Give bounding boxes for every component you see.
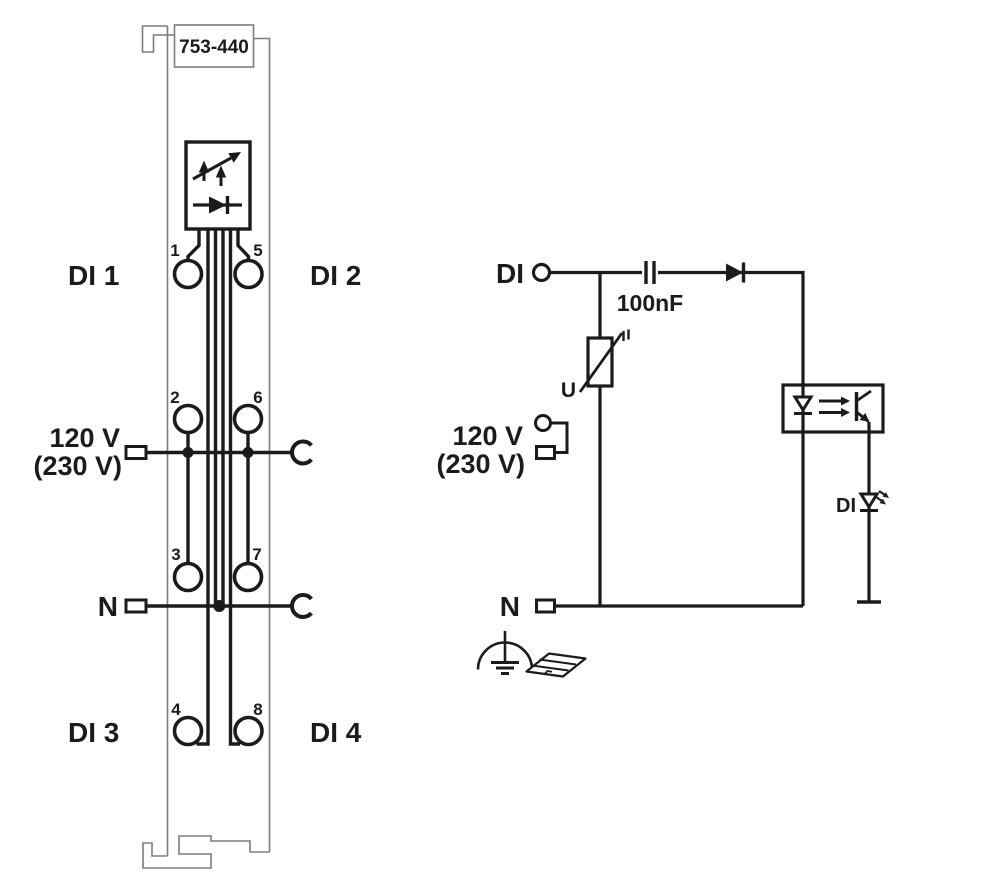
terminal4-wire bbox=[196, 229, 210, 746]
functional-earth-icon bbox=[476, 631, 534, 675]
neutral-socket-arc bbox=[290, 593, 313, 619]
terminal-number: 2 bbox=[170, 388, 179, 407]
label-di3: DI 3 bbox=[68, 717, 119, 748]
neutral-rail bbox=[124, 593, 313, 619]
optocoupler-light-arrows bbox=[819, 396, 850, 417]
series-diode-symbol bbox=[726, 262, 746, 283]
junction-dot bbox=[213, 600, 226, 612]
optocoupler-box bbox=[781, 383, 885, 434]
terminal-5 bbox=[233, 258, 264, 290]
terminal-6 bbox=[232, 403, 264, 435]
ac-input-symbol bbox=[192, 152, 241, 186]
module-top-latch bbox=[141, 25, 168, 53]
io-module-drawing: 753-440 bbox=[33, 24, 362, 869]
channel-schematic: DI 100nF U 120 V (230 V bbox=[436, 258, 889, 678]
phototransistor bbox=[854, 389, 872, 423]
terminal-8 bbox=[233, 715, 264, 747]
terminals bbox=[172, 258, 264, 747]
diode-symbol bbox=[193, 196, 242, 214]
power-socket-arc bbox=[290, 439, 313, 466]
schematic-power-label-1: 120 V bbox=[452, 421, 523, 451]
junction-dot bbox=[182, 447, 194, 458]
function-symbol-box bbox=[184, 140, 252, 231]
terminal-4 bbox=[172, 715, 204, 747]
di-input-label: DI bbox=[496, 258, 524, 289]
label-neutral: N bbox=[98, 591, 118, 622]
terminal-1 bbox=[172, 258, 204, 290]
label-power-1: 120 V bbox=[49, 423, 120, 453]
terminal-number: 5 bbox=[253, 241, 262, 260]
terminal-number: 8 bbox=[253, 700, 262, 719]
label-power-2: (230 V) bbox=[33, 451, 122, 481]
terminal-number: 6 bbox=[253, 388, 262, 407]
status-led bbox=[858, 490, 889, 512]
part-number-box bbox=[173, 24, 255, 68]
terminal-3 bbox=[172, 561, 204, 593]
neutral-terminal-lug bbox=[535, 598, 556, 614]
din-rail-icon bbox=[525, 652, 587, 678]
terminal1-wire bbox=[186, 229, 201, 261]
terminal-number: 1 bbox=[170, 241, 179, 260]
label-di2: DI 2 bbox=[310, 260, 361, 291]
capacitor-value: 100nF bbox=[617, 290, 683, 316]
module-internal-wires bbox=[186, 229, 251, 746]
terminal8-wire bbox=[228, 229, 240, 746]
label-di1: DI 1 bbox=[68, 260, 119, 291]
junction-dot bbox=[242, 447, 254, 458]
terminal-number: 4 bbox=[171, 700, 181, 719]
di-input-terminal bbox=[531, 262, 552, 283]
varistor-symbol bbox=[578, 329, 630, 393]
arrow-head bbox=[228, 152, 241, 163]
terminal-number: 3 bbox=[171, 545, 180, 564]
power-terminal-lug bbox=[124, 445, 148, 460]
signal-wire bbox=[658, 270, 805, 385]
power-rail bbox=[124, 439, 313, 466]
optocoupler-led bbox=[792, 395, 814, 415]
terminal-2 bbox=[172, 403, 204, 435]
terminal-number: 7 bbox=[252, 545, 261, 564]
label-di4: DI 4 bbox=[310, 717, 362, 748]
capacitor-symbol bbox=[644, 261, 656, 284]
varistor-label: U bbox=[561, 379, 576, 402]
status-led-label: DI bbox=[836, 495, 856, 517]
supply-terminal bbox=[534, 414, 569, 460]
neutral-terminal-lug bbox=[124, 598, 148, 614]
schematic-power-label-2: (230 V) bbox=[436, 449, 525, 479]
part-number: 753-440 bbox=[179, 37, 249, 58]
terminal-numbers: 1 5 2 6 3 7 4 8 bbox=[170, 241, 262, 719]
module-mounting-foot bbox=[142, 835, 270, 869]
terminal5-wire bbox=[236, 229, 251, 261]
module-right-edge bbox=[253, 37, 271, 852]
schematic-neutral-label: N bbox=[500, 591, 520, 622]
terminal-7 bbox=[232, 561, 264, 593]
schematic-neutral-line bbox=[535, 598, 803, 614]
